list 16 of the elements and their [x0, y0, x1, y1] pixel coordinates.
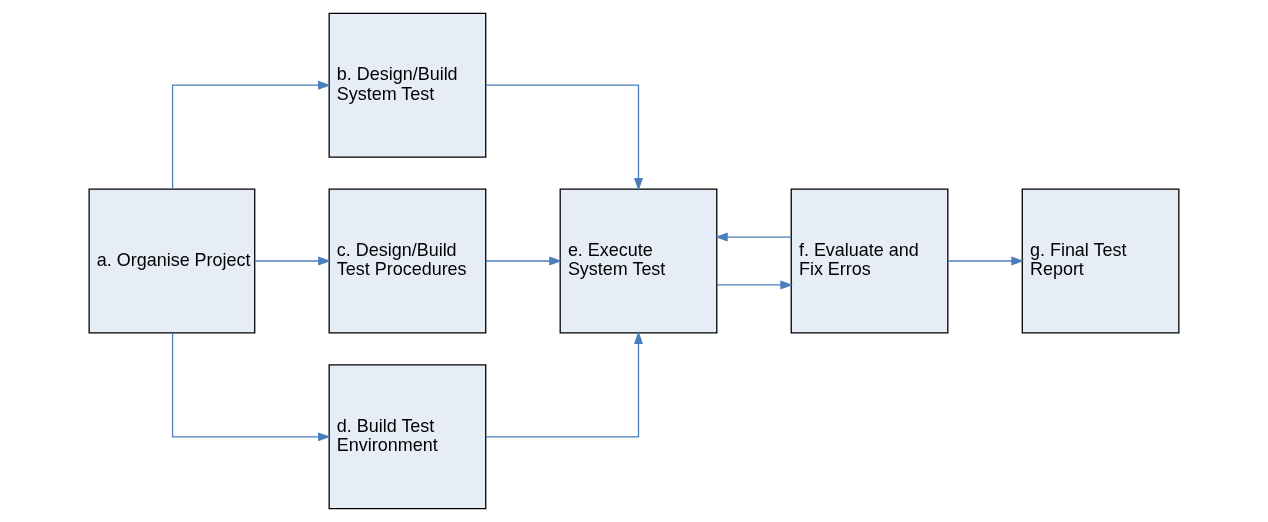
node-box: f. Evaluate and Fix Erros	[790, 188, 949, 334]
node-box: d. Build Test Environment	[328, 364, 487, 510]
arrow	[254, 256, 332, 266]
arrow	[171, 80, 331, 190]
arrow	[485, 84, 643, 191]
arrow	[485, 331, 643, 438]
arrow	[714, 232, 792, 242]
node-box: a. Organise Project	[88, 188, 256, 334]
node-box: c. Design/Build Test Procedures	[328, 188, 487, 334]
node-box: e. Execute System Test	[559, 188, 718, 334]
arrow	[485, 256, 563, 266]
arrow	[171, 332, 331, 442]
arrow	[716, 280, 794, 290]
node-box: g. Final Test Report	[1021, 188, 1180, 334]
arrow	[947, 256, 1025, 266]
node-box: b. Design/Build System Test	[328, 12, 487, 158]
